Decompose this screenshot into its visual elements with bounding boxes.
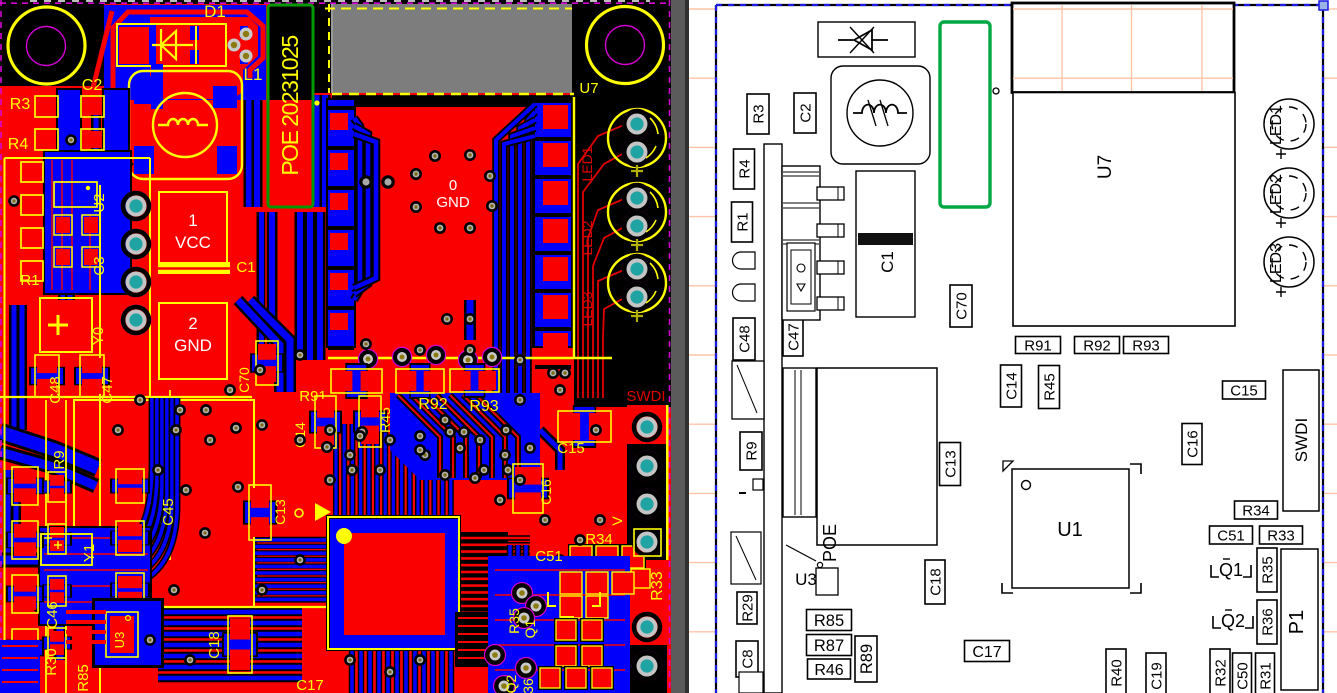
- svg-text:R1: R1: [734, 212, 751, 231]
- svg-text:R35: R35: [1259, 556, 1276, 584]
- svg-text:R9: R9: [51, 450, 68, 469]
- svg-text:R89: R89: [858, 644, 876, 674]
- svg-text:Q2: Q2: [503, 674, 519, 693]
- svg-text:U2: U2: [91, 193, 108, 212]
- svg-text:LED3: LED3: [579, 291, 595, 326]
- svg-text:C15: C15: [557, 440, 585, 457]
- svg-text:R92: R92: [1083, 337, 1111, 354]
- svg-text:GND: GND: [174, 336, 212, 355]
- svg-text:GND: GND: [436, 194, 470, 211]
- svg-text:P1: P1: [1286, 610, 1308, 634]
- svg-text:U1: U1: [1057, 519, 1083, 541]
- svg-text:Q1: Q1: [1219, 560, 1243, 580]
- svg-text:R33: R33: [1267, 527, 1295, 544]
- svg-text:C47: C47: [99, 376, 116, 404]
- svg-text:Q1: Q1: [522, 619, 538, 638]
- svg-text:POE: POE: [820, 524, 840, 562]
- svg-text:R87: R87: [814, 637, 844, 655]
- svg-text:R4: R4: [8, 136, 29, 153]
- svg-text:SWDI: SWDI: [1292, 418, 1311, 462]
- svg-text:R85: R85: [814, 612, 844, 630]
- svg-text:0: 0: [449, 177, 457, 194]
- svg-text:R93: R93: [1132, 337, 1160, 354]
- svg-text:R32: R32: [1212, 659, 1229, 687]
- svg-text:U7: U7: [579, 80, 598, 97]
- svg-text:C2: C2: [82, 77, 103, 94]
- svg-text:LED1: LED1: [579, 146, 595, 181]
- svg-text:R36: R36: [1259, 608, 1276, 636]
- svg-text:C70: C70: [236, 367, 252, 393]
- svg-text:C16: C16: [1184, 430, 1201, 458]
- svg-text:C46: C46: [44, 601, 61, 629]
- svg-text:C47: C47: [785, 323, 802, 351]
- svg-text:C1: C1: [236, 259, 255, 276]
- svg-text:VCC: VCC: [175, 233, 211, 252]
- svg-text:Y1: Y1: [81, 544, 98, 562]
- svg-text:2: 2: [188, 314, 197, 333]
- svg-text:C18: C18: [206, 631, 223, 659]
- svg-text:C51: C51: [535, 548, 563, 565]
- svg-text:Q2: Q2: [1221, 611, 1245, 631]
- svg-text:C15: C15: [1230, 382, 1258, 399]
- svg-text:C45: C45: [160, 498, 177, 526]
- svg-text:R45: R45: [377, 407, 393, 433]
- svg-text:C16: C16: [538, 479, 554, 505]
- svg-text:C13: C13: [272, 499, 288, 525]
- svg-text:SWDI: SWDI: [626, 388, 665, 405]
- svg-text:C2: C2: [797, 103, 814, 122]
- svg-text:C70: C70: [953, 292, 970, 320]
- svg-text:C51: C51: [1217, 527, 1245, 544]
- svg-text:C1: C1: [878, 251, 897, 273]
- svg-text:C13: C13: [942, 450, 959, 478]
- svg-text:R1: R1: [20, 272, 39, 289]
- svg-text:V: V: [609, 516, 625, 526]
- svg-text:R45: R45: [1041, 373, 1058, 401]
- svg-text:C48: C48: [47, 376, 64, 404]
- svg-text:1: 1: [188, 211, 197, 230]
- svg-text:R3: R3: [750, 104, 767, 123]
- svg-text:LED2: LED2: [1268, 174, 1285, 214]
- svg-text:D1: D1: [204, 2, 226, 21]
- svg-text:R92: R92: [418, 396, 447, 413]
- svg-text:36: 36: [520, 678, 536, 693]
- svg-text:C19: C19: [1148, 662, 1165, 690]
- svg-text:C48: C48: [736, 325, 753, 353]
- svg-text:U7: U7: [1095, 155, 1116, 179]
- svg-text:R35: R35: [506, 608, 522, 634]
- svg-text:C50: C50: [1234, 662, 1251, 690]
- svg-text:R29: R29: [739, 594, 756, 622]
- svg-text:LED2: LED2: [579, 220, 595, 255]
- svg-text:R31: R31: [1257, 662, 1274, 690]
- svg-text:LED3: LED3: [1268, 243, 1285, 283]
- svg-text:R3: R3: [10, 96, 31, 113]
- svg-text:C14: C14: [1003, 372, 1020, 400]
- svg-text:U3: U3: [795, 570, 817, 589]
- svg-text:R34: R34: [1242, 502, 1270, 519]
- svg-text:C3: C3: [91, 256, 108, 275]
- svg-text:R91: R91: [1024, 337, 1052, 354]
- svg-text:R93: R93: [469, 398, 498, 415]
- svg-text:POE 20231025: POE 20231025: [277, 36, 303, 176]
- svg-text:U3: U3: [112, 632, 127, 649]
- svg-text:R9: R9: [743, 441, 760, 460]
- svg-text:R33: R33: [649, 571, 666, 600]
- svg-text:LED1: LED1: [1268, 105, 1285, 145]
- svg-text:R46: R46: [814, 662, 843, 679]
- svg-text:R4: R4: [736, 159, 753, 178]
- svg-text:L1: L1: [244, 65, 263, 84]
- svg-text:C18: C18: [927, 568, 944, 596]
- svg-text:R85: R85: [75, 664, 92, 692]
- svg-text:R40: R40: [1108, 659, 1125, 687]
- svg-text:C17: C17: [972, 644, 1001, 661]
- svg-text:Y0: Y0: [90, 327, 107, 345]
- svg-text:C17: C17: [296, 677, 324, 693]
- svg-text:C8: C8: [739, 649, 756, 668]
- svg-text:R30: R30: [43, 648, 60, 676]
- svg-text:R34: R34: [585, 531, 613, 548]
